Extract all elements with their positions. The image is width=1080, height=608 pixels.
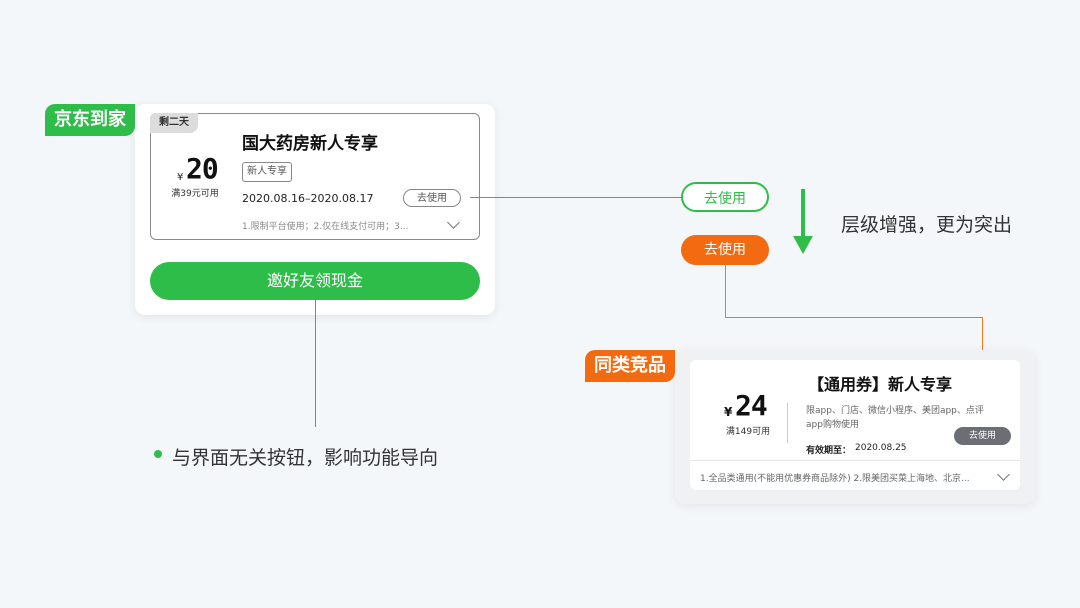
competitor-use-button[interactable]: 去使用 [954, 427, 1011, 445]
emphasis-caption: 层级增强，更为突出 [841, 214, 1013, 236]
connector-line-green-vertical [315, 300, 316, 427]
arrow-down-icon-head [793, 236, 813, 254]
jd-coupon-ticket [150, 113, 480, 240]
bullet-dot-icon [154, 450, 162, 458]
competitor-valid-label: 有效期至： [806, 446, 852, 456]
jd-coupon-date-range: 2020.08.16–2020.08.17 [242, 192, 374, 205]
invite-friends-button[interactable]: 邀好友领现金 [150, 262, 480, 300]
competitor-coupon-ticket [690, 360, 1020, 490]
competitor-coupon-condition: 满149可用 [725, 427, 771, 437]
jd-coupon-rules: 1.限制平台使用；2.仅在线支付可用；3... [242, 222, 409, 232]
competitor-rules-divider [690, 460, 1020, 461]
note-caption: 与界面无关按钮，影响功能导向 [172, 447, 439, 469]
competitor-divider [787, 403, 788, 443]
competitor-currency-symbol: ¥ [724, 405, 733, 419]
days-left-badge: 剩二天 [150, 113, 198, 133]
competitor-coupon-amount: 24 [735, 389, 768, 422]
competitor-coupon-rules: 1.全品类通用(不能用优惠券商品除外) 2.限美团买菜上海地、北京... [700, 474, 970, 484]
competitor-coupon-description: 限app、门店、微信小程序、美团app、点评app购物使用 [806, 406, 984, 430]
arrow-down-icon [801, 189, 805, 237]
connector-line-orange-vertical [725, 265, 726, 318]
jd-brand-tag: 京东到家 [45, 104, 135, 136]
competitor-coupon-title: 【通用券】新人专享 [808, 375, 953, 394]
connector-line-orange-horizontal [725, 317, 982, 318]
competitor-tag: 同类竞品 [585, 350, 675, 382]
filled-use-button[interactable]: 去使用 [681, 235, 769, 265]
outline-use-button[interactable]: 去使用 [681, 182, 769, 212]
jd-use-button[interactable]: 去使用 [403, 189, 461, 207]
jd-coupon-title: 国大药房新人专享 [242, 134, 378, 154]
jd-coupon-condition: 满39元可用 [171, 189, 219, 199]
jd-currency-symbol: ¥ [177, 172, 184, 183]
new-user-badge: 新人专享 [242, 162, 292, 182]
competitor-valid-date: 2020.08.25 [855, 443, 907, 453]
connector-line-green-horizontal [470, 197, 681, 198]
jd-coupon-amount: 20 [186, 152, 219, 185]
